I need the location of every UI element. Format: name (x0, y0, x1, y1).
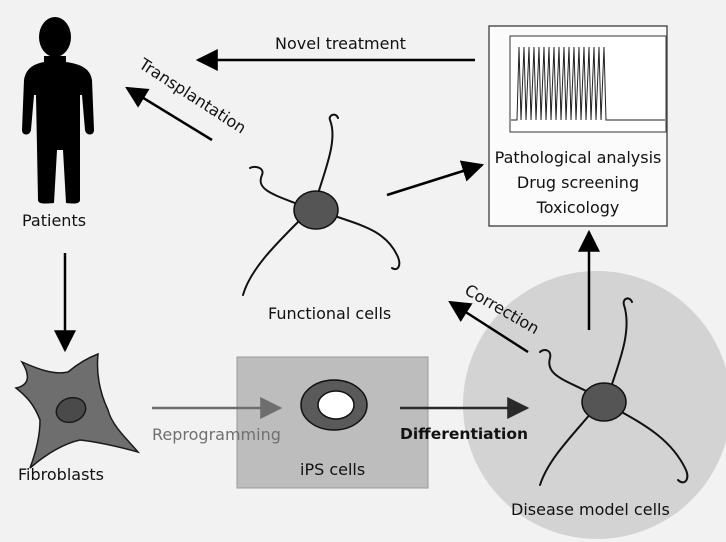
fibroblasts-label: Fibroblasts (18, 465, 105, 484)
patients-label: Patients (22, 211, 87, 230)
transplantation-arrow (125, 86, 213, 142)
analysis-line-drug-screening: Drug screening (516, 173, 640, 192)
fibroblast-cell-icon (14, 352, 141, 469)
analysis-box-text: Pathological analysis Drug screening Tox… (490, 145, 666, 220)
analysis-line-toxicology: Toxicology (536, 198, 620, 217)
spike-train-trace (511, 46, 665, 121)
disease-model-cells-label: Disease model cells (511, 500, 670, 519)
functional-to-analysis-arrow (386, 160, 485, 197)
patient-figure-icon (22, 17, 94, 204)
analysis-line-pathological: Pathological analysis (494, 148, 662, 167)
functional-cell-icon (242, 113, 401, 296)
novel-treatment-label: Novel treatment (275, 34, 406, 53)
correction-arrow (448, 300, 529, 354)
disease-model-cell-icon (539, 297, 689, 486)
ips-cell-icon (300, 379, 368, 431)
differentiation-label: Differentiation (400, 425, 529, 443)
ips-cells-label: iPS cells (300, 460, 366, 479)
reprogramming-label: Reprogramming (152, 425, 281, 444)
functional-cells-label: Functional cells (268, 304, 392, 323)
